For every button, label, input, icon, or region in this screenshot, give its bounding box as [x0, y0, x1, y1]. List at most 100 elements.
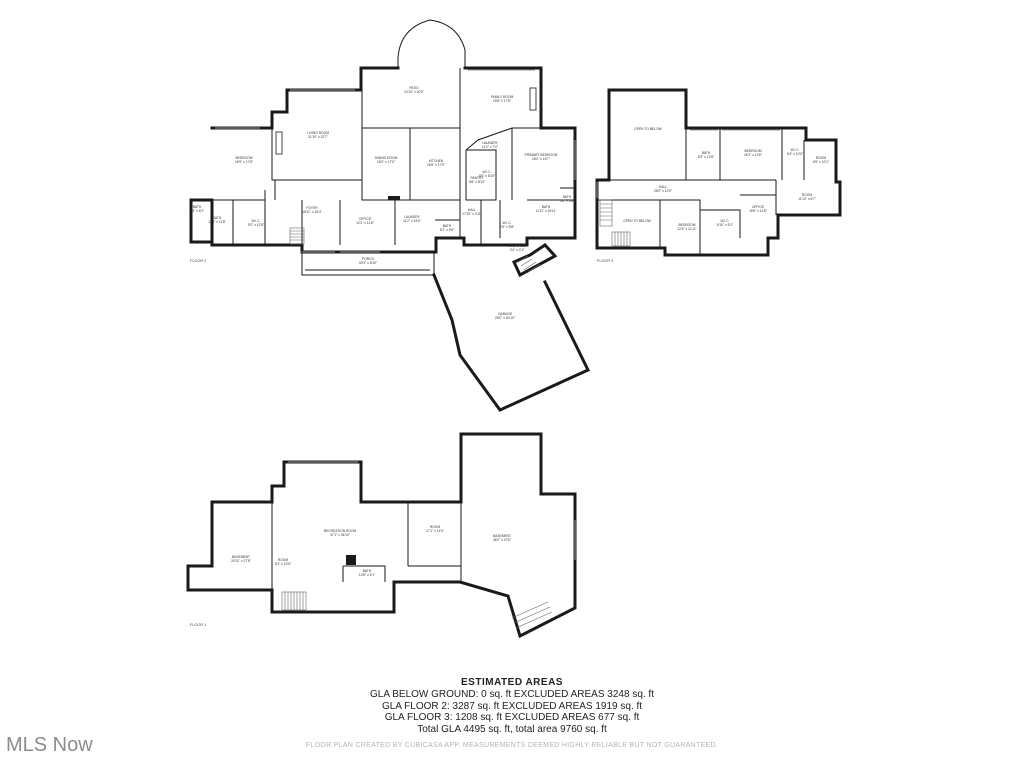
- svg-text:11'2" x 15'0": 11'2" x 15'0": [403, 219, 422, 223]
- svg-text:19'8" x 17'8": 19'8" x 17'8": [493, 99, 512, 103]
- garage-stairs: [517, 255, 541, 274]
- svg-text:BATH: BATH: [563, 195, 572, 199]
- svg-text:8'3" x 12'8": 8'3" x 12'8": [698, 155, 715, 159]
- room-wic: W.I.C.7'6" x 5'8": [500, 221, 515, 229]
- room-wic: W.I.C.5'4" x 10'0": [787, 148, 804, 156]
- svg-text:W.I.C.: W.I.C.: [721, 219, 730, 223]
- svg-text:10'8" x 5'1": 10'8" x 5'1": [359, 573, 376, 577]
- svg-text:OPEN TO BELOW: OPEN TO BELOW: [623, 219, 651, 223]
- svg-text:LAUNDRY: LAUNDRY: [404, 215, 420, 219]
- svg-text:ROOM: ROOM: [278, 558, 289, 562]
- svg-text:25'0" x 40'10": 25'0" x 40'10": [495, 316, 516, 320]
- fireplace-icon: [529, 87, 537, 111]
- svg-text:37'1" x 36'10": 37'1" x 36'10": [330, 533, 351, 537]
- svg-text:LIVING ROOM: LIVING ROOM: [307, 131, 329, 135]
- svg-text:46'0" x 47'6": 46'0" x 47'6": [493, 538, 512, 542]
- floor-2-label: FLOOR 2: [190, 259, 206, 263]
- svg-text:BEDROOM: BEDROOM: [744, 149, 761, 153]
- floor-2-stairs: [289, 227, 305, 245]
- svg-text:12'6" x 11'11": 12'6" x 11'11": [677, 227, 697, 231]
- floor-3-windows: [596, 129, 780, 198]
- svg-text:OFFICE: OFFICE: [752, 205, 765, 209]
- svg-text:5'6" x 8'10": 5'6" x 8'10": [469, 180, 486, 184]
- area-line-floor-3: GLA FLOOR 3: 1208 sq. ft EXCLUDED AREAS …: [384, 712, 640, 723]
- svg-text:BATH: BATH: [363, 569, 372, 573]
- svg-text:W.I.C.: W.I.C.: [252, 219, 261, 223]
- patio-bay-window: [397, 19, 466, 68]
- svg-text:25'2" x 12'0": 25'2" x 12'0": [654, 189, 673, 193]
- svg-text:5'10" x 5'1": 5'10" x 5'1": [717, 223, 734, 227]
- svg-text:PORCH: PORCH: [362, 257, 375, 261]
- area-line-total: Total GLA 4495 sq. ft, total area 9760 s…: [417, 723, 607, 735]
- floor-1-outer-wall: [186, 432, 577, 639]
- svg-text:3'4" x 4'1": 3'4" x 4'1": [510, 248, 525, 252]
- svg-text:16'0" x 17'0": 16'0" x 17'0": [377, 160, 396, 164]
- column-block: [388, 196, 400, 200]
- svg-text:W.I.C.: W.I.C.: [791, 148, 800, 152]
- svg-text:ROOM: ROOM: [430, 525, 441, 529]
- svg-text:PRIMARY BEDROOM: PRIMARY BEDROOM: [525, 153, 558, 157]
- svg-text:12'0" x 11'8": 12'0" x 11'8": [208, 220, 227, 224]
- svg-text:KITCHEN: KITCHEN: [429, 159, 444, 163]
- svg-text:W.I.C.: W.I.C.: [483, 170, 492, 174]
- room-open-to-below: OPEN TO BELOW: [634, 127, 662, 131]
- svg-text:HALL: HALL: [659, 185, 667, 189]
- svg-text:16'9" x 17'8": 16'9" x 17'8": [235, 160, 254, 164]
- svg-text:PATIO: PATIO: [409, 86, 419, 90]
- svg-text:8'1" x 13'5": 8'1" x 13'5": [275, 562, 292, 566]
- svg-text:FAMILY ROOM: FAMILY ROOM: [491, 95, 514, 99]
- svg-text:BATH: BATH: [193, 205, 202, 209]
- porch-outline: [301, 252, 435, 276]
- svg-text:15'6" x 11'8": 15'6" x 11'8": [749, 209, 768, 213]
- svg-text:17'10" x 3'11": 17'10" x 3'11": [462, 212, 482, 216]
- area-line-floor-2: GLA FLOOR 2: 3287 sq. ft EXCLUDED AREAS …: [381, 700, 643, 712]
- floor-2-outer-wall: [189, 66, 577, 254]
- svg-text:HALL: HALL: [468, 208, 476, 212]
- estimated-areas-block: ESTIMATED AREAS GLA BELOW GROUND: 0 sq. …: [312, 676, 712, 735]
- floor-3-stairs: [599, 199, 631, 247]
- svg-text:BEDROOM: BEDROOM: [678, 223, 695, 227]
- svg-text:BATH: BATH: [213, 216, 222, 220]
- svg-text:STORAGE: STORAGE: [509, 244, 526, 248]
- floor-1-windows: [288, 461, 576, 560]
- svg-text:LAUNDRY: LAUNDRY: [482, 141, 498, 145]
- svg-text:OFFICE: OFFICE: [359, 217, 372, 221]
- svg-text:PANTRY: PANTRY: [470, 176, 484, 180]
- svg-text:16'3" x 12'6": 16'3" x 12'6": [744, 153, 763, 157]
- svg-text:17'1" x 14'3": 17'1" x 14'3": [426, 529, 445, 533]
- floor-1-label: FLOOR 1: [190, 623, 206, 627]
- svg-text:7'6" x 5'8": 7'6" x 5'8": [500, 225, 515, 229]
- svg-text:RECREATION ROOM: RECREATION ROOM: [324, 529, 357, 533]
- svg-text:18'11" x 16'4": 18'11" x 16'4": [302, 210, 322, 214]
- floor-3-label: FLOOR 3: [597, 259, 613, 263]
- svg-text:11'2" x 7'0": 11'2" x 7'0": [482, 145, 499, 149]
- floor-2-windows: [215, 69, 576, 253]
- garage-walls: [432, 243, 591, 412]
- svg-text:11'11" x 16'11": 11'11" x 16'11": [535, 209, 557, 213]
- floor-3-outer-wall: [595, 88, 842, 257]
